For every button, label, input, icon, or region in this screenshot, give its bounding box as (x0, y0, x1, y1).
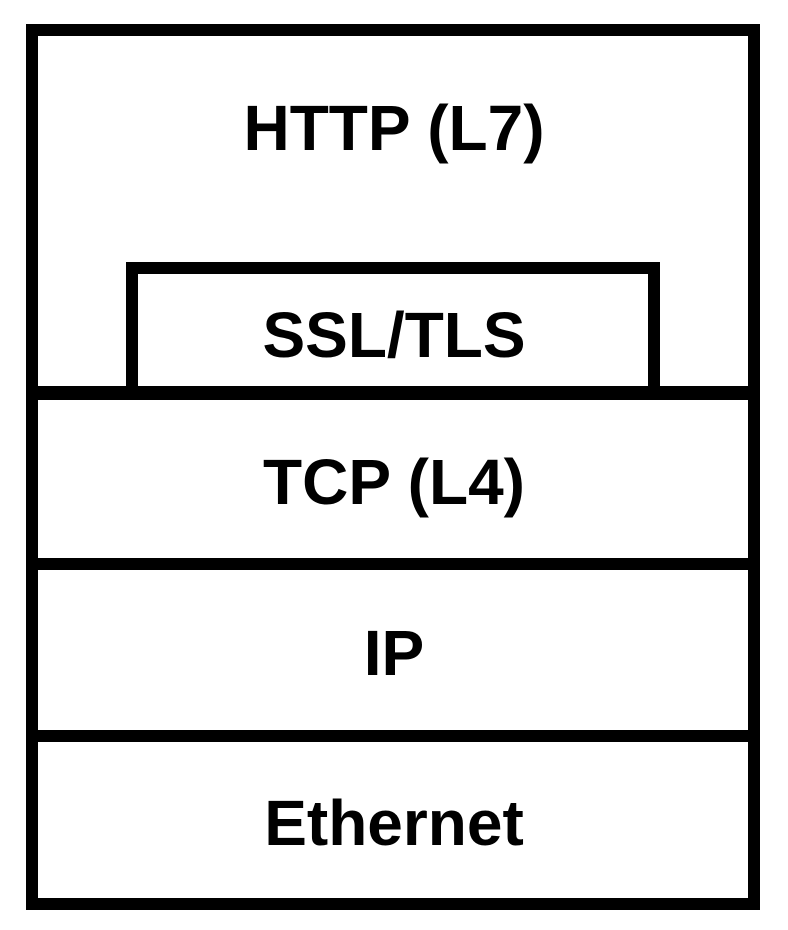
frame-bottom (26, 898, 760, 910)
frame-left (26, 24, 38, 910)
layer-ip-label: IP (363, 617, 425, 689)
layer-ssl-tls-label: SSL/TLS (262, 299, 526, 371)
divider-http-tcp (26, 386, 760, 400)
layer-ethernet-label: Ethernet (264, 787, 524, 859)
frame-right (748, 24, 760, 910)
layer-http-label: HTTP (L7) (243, 92, 545, 164)
layer-tcp-label: TCP (L4) (263, 446, 525, 518)
divider-tcp-ip (26, 558, 760, 570)
ssl-tls-box (126, 262, 660, 386)
divider-ip-ethernet (26, 730, 760, 742)
frame-top (26, 24, 760, 36)
